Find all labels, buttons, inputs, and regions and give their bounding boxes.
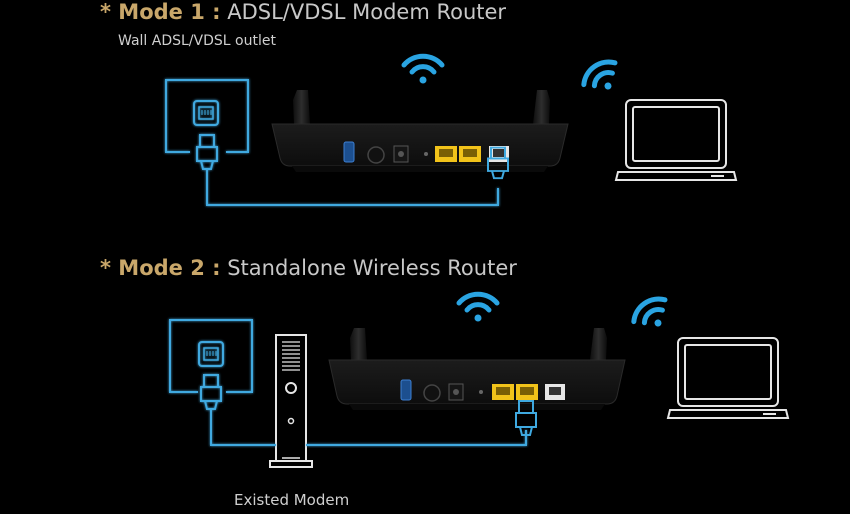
wifi-icon: [459, 294, 497, 321]
mode2-title: Standalone Wireless Router: [227, 256, 517, 280]
mode1-heading: * Mode 1 : ADSL/VDSL Modem Router: [100, 0, 506, 24]
modem-icon: [269, 334, 313, 468]
mode2-prefix: * Mode 2 :: [100, 256, 221, 280]
mode1-diagram: [165, 56, 737, 206]
modem-to-router-cable: [306, 430, 527, 446]
wall-jack-icon: [169, 319, 253, 410]
mode1-prefix: * Mode 1 :: [100, 0, 221, 24]
laptop-icon: [615, 99, 737, 181]
wifi-icon: [404, 56, 442, 83]
wifi-icon: [629, 293, 676, 337]
mode1-title: ADSL/VDSL Modem Router: [227, 0, 507, 24]
mode2-heading: * Mode 2 : Standalone Wireless Router: [100, 256, 517, 280]
mode2-diagram: [169, 293, 789, 468]
modem-caption: Existed Modem: [234, 491, 350, 509]
wall-jack-icon: [165, 79, 249, 170]
dsl-cable: [206, 169, 499, 206]
wall-outlet-caption: Wall ADSL/VDSL outlet: [118, 33, 276, 49]
wifi-icon: [579, 56, 626, 100]
laptop-icon: [667, 337, 789, 419]
wall-to-modem-cable: [210, 409, 276, 446]
router-icon: [328, 328, 626, 436]
router-icon: [271, 90, 569, 180]
